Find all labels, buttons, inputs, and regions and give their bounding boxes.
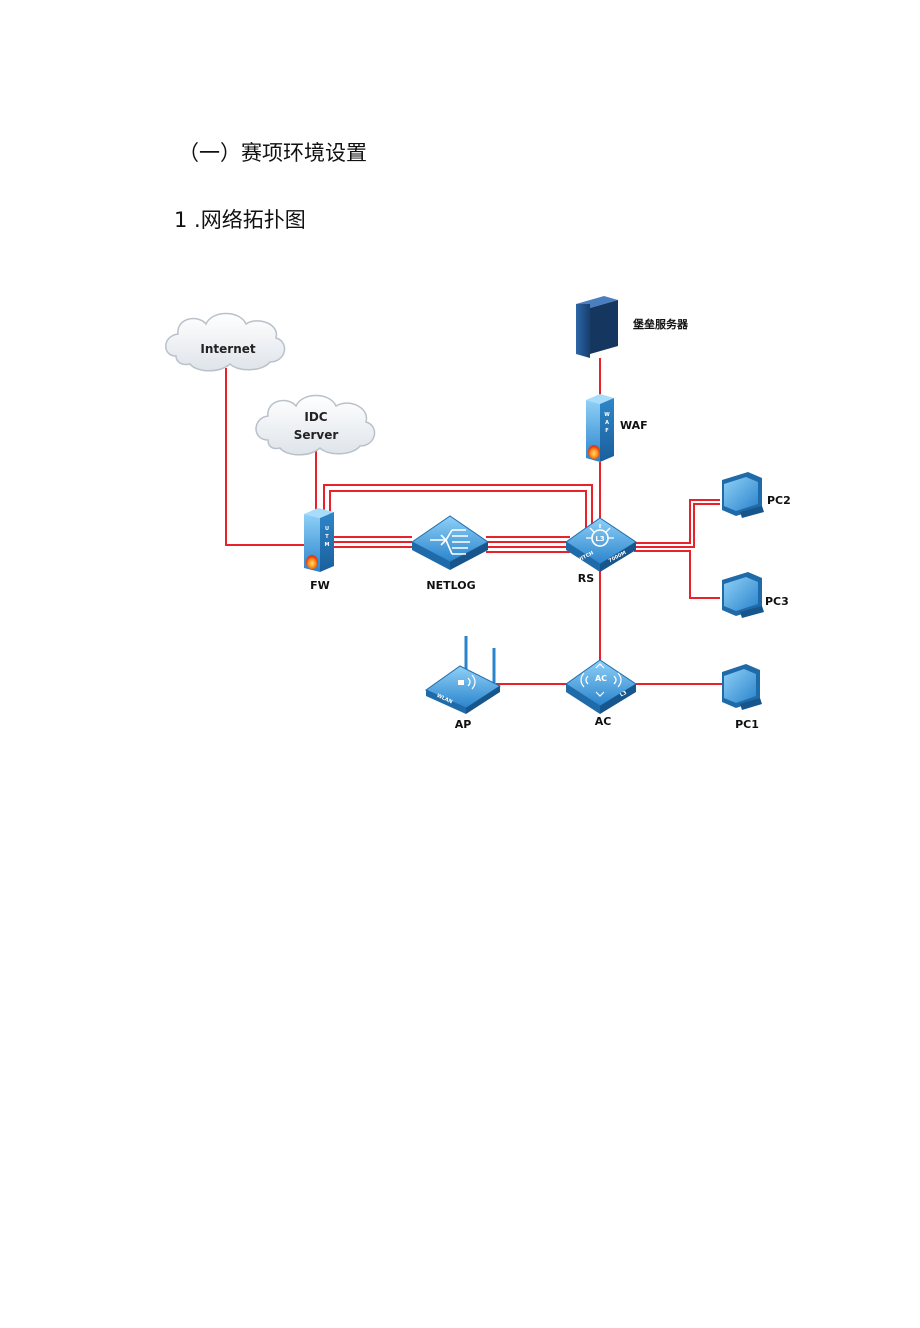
rs-l3-switch-icon: L3 SWITCH 7000M RS (565, 517, 637, 585)
pc1-label: PC1 (735, 718, 759, 731)
link-internet-fw (225, 368, 306, 546)
link-netlog-rs (486, 536, 570, 553)
ac-label: AC (595, 715, 612, 728)
svg-text:A: A (605, 420, 609, 426)
fw-device-text: U (325, 526, 329, 532)
pc3-computer-icon: PC3 (722, 572, 789, 618)
internet-label: Internet (200, 342, 255, 356)
link-fw-rs-bypass-1 (323, 484, 593, 528)
idc-server-cloud-icon: IDC Server (255, 394, 376, 456)
links-layer (225, 358, 722, 685)
svg-text:T: T (325, 534, 329, 540)
link-fw-netlog (334, 536, 412, 548)
sub-heading: 1 .网络拓扑图 (174, 208, 306, 232)
bastion-server-icon: 堡垒服务器 (576, 296, 689, 358)
rs-label: RS (578, 572, 594, 585)
netlog-arrows-icon (430, 529, 470, 555)
section-heading: （一）赛项环境设置 (178, 141, 367, 165)
rs-device-text: L3 (595, 535, 604, 543)
idc-label-line2: Server (294, 428, 339, 442)
svg-text:W: W (604, 412, 610, 418)
svg-text:F: F (605, 428, 608, 434)
pc2-computer-icon: PC2 (722, 472, 791, 518)
netlog-label: NETLOG (426, 579, 475, 592)
fw-flame-icon (306, 555, 318, 569)
ac-device-text2: L3 (619, 690, 628, 699)
ac-controller-icon: AC L3 AC (565, 659, 637, 728)
waf-firewall-icon: W A F WAF (586, 394, 648, 462)
internet-cloud-icon: Internet (165, 312, 286, 372)
waf-flame-icon (588, 445, 600, 459)
idc-label-line1: IDC (304, 410, 327, 424)
pc1-computer-icon: PC1 (722, 664, 762, 731)
link-rs-pc2 (634, 499, 720, 548)
fw-firewall-icon: U T M FW (304, 508, 334, 592)
ap-label: AP (455, 718, 472, 731)
fw-label: FW (310, 579, 330, 592)
svg-text:M: M (325, 542, 330, 548)
link-rs-pc3 (634, 550, 720, 599)
waf-label: WAF (620, 419, 648, 432)
ap-wireless-icon: WLAN AP (424, 636, 502, 731)
pc3-label: PC3 (765, 595, 789, 608)
link-fw-rs-bypass-2 (329, 490, 587, 530)
bastion-label: 堡垒服务器 (633, 317, 689, 331)
pc2-label: PC2 (767, 494, 791, 507)
netlog-appliance-icon: NETLOG (411, 515, 489, 592)
ac-device-text: AC (595, 674, 607, 683)
